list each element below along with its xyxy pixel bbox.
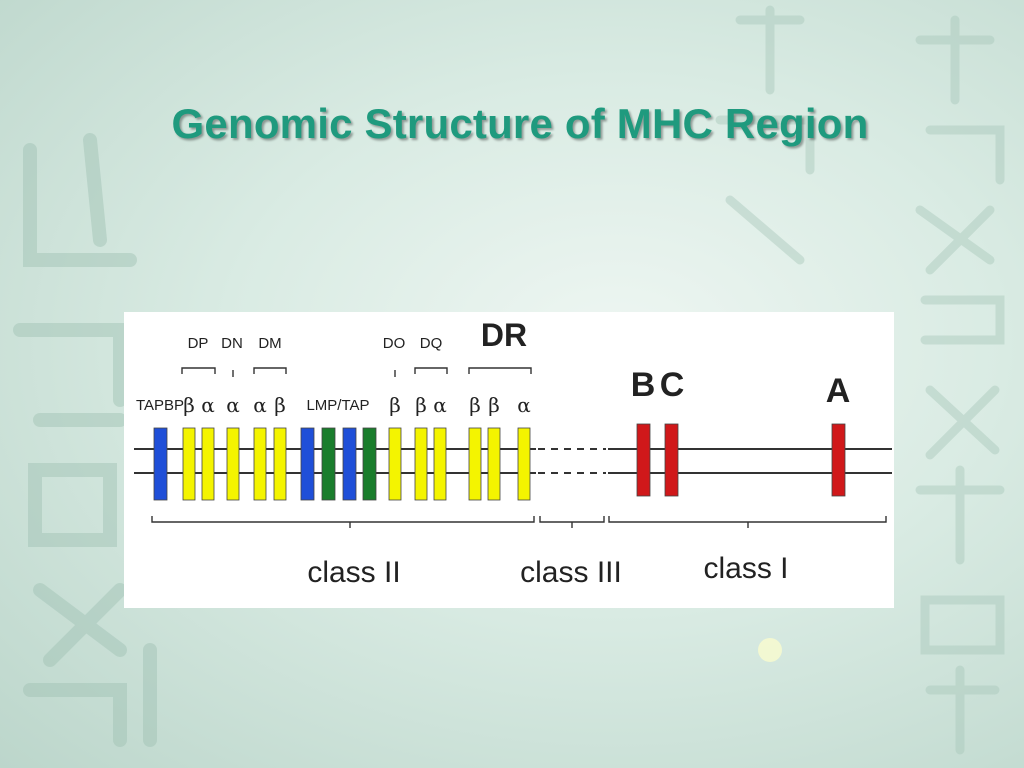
dq-alpha-gene xyxy=(433,427,447,501)
lmp-tap-gene-2 xyxy=(321,427,336,501)
hla-a-gene xyxy=(831,423,846,497)
hla-b-gene xyxy=(636,423,651,497)
dq-bracket xyxy=(414,367,448,374)
label-class3: class III xyxy=(520,556,622,589)
dp-beta-gene xyxy=(182,427,196,501)
label-c: C xyxy=(660,366,685,404)
dr-alpha-symbol: α xyxy=(517,393,531,417)
dr-beta2-symbol: β xyxy=(488,393,500,417)
label-class2: class II xyxy=(307,556,400,589)
class3-dashed-lines xyxy=(538,448,606,474)
lmp-tap-gene-3 xyxy=(342,427,357,501)
dm-alpha-symbol: α xyxy=(253,393,267,417)
dr-beta2-gene xyxy=(487,427,501,501)
dr-beta1-gene xyxy=(468,427,482,501)
label-a: A xyxy=(826,372,851,410)
label-class1: class I xyxy=(703,552,788,585)
class3-bracket xyxy=(539,516,605,528)
dq-alpha-symbol: α xyxy=(433,393,447,417)
tapbp-gene xyxy=(153,427,168,501)
chromosome-lines xyxy=(134,448,892,474)
dn-alpha-symbol: α xyxy=(226,393,240,417)
dq-beta-symbol: β xyxy=(415,393,427,417)
label-b: B xyxy=(631,366,656,404)
label-do: DO xyxy=(383,335,406,352)
label-dr: DR xyxy=(481,317,527,353)
dm-bracket xyxy=(253,367,287,374)
label-dn: DN xyxy=(221,335,243,352)
class1-bracket xyxy=(608,516,887,528)
dq-beta-gene xyxy=(414,427,428,501)
dp-bracket xyxy=(181,367,216,374)
label-tapbp: TAPBP xyxy=(136,397,184,414)
dp-alpha-symbol: α xyxy=(201,393,215,417)
do-beta-gene xyxy=(388,427,402,501)
lmp-tap-gene-1 xyxy=(300,427,315,501)
label-lmp-tap: LMP/TAP xyxy=(306,397,369,414)
dr-beta1-symbol: β xyxy=(469,393,481,417)
dn-alpha-gene xyxy=(226,427,240,501)
do-beta-symbol: β xyxy=(389,393,401,417)
dm-alpha-gene xyxy=(253,427,267,501)
dm-beta-gene xyxy=(273,427,287,501)
dm-beta-symbol: β xyxy=(274,393,286,417)
slide-title: Genomic Structure of MHC Region xyxy=(171,100,869,147)
label-dm: DM xyxy=(258,335,281,352)
dp-beta-symbol: β xyxy=(183,393,195,417)
mhc-diagram: DP DN DM DO DQ DR TAPBP LMP/TAP B C A β … xyxy=(124,312,894,608)
dp-alpha-gene xyxy=(201,427,215,501)
mhc-diagram-svg: DP DN DM DO DQ DR TAPBP LMP/TAP B C A β … xyxy=(134,317,892,589)
label-dp: DP xyxy=(188,335,209,352)
hla-c-gene xyxy=(664,423,679,497)
class2-bracket xyxy=(151,516,535,528)
label-dq: DQ xyxy=(420,335,443,352)
dr-bracket xyxy=(468,367,532,374)
dr-alpha-gene xyxy=(517,427,531,501)
lmp-tap-gene-4 xyxy=(362,427,377,501)
